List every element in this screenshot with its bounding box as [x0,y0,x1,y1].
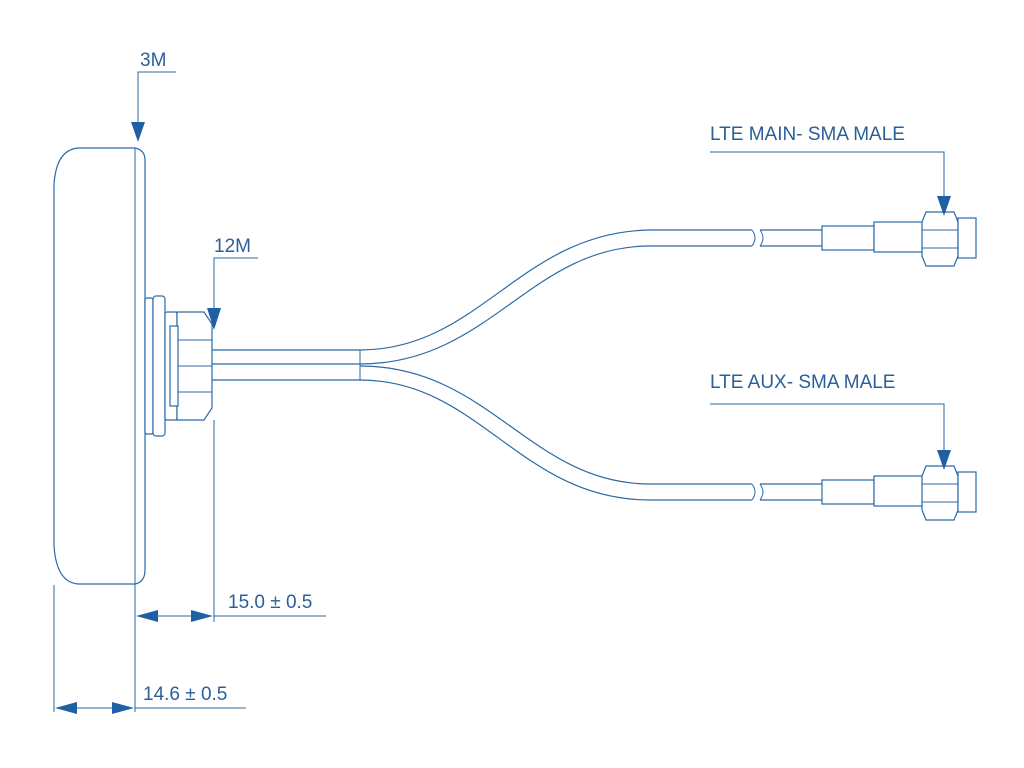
dimension-mount: 15.0 ± 0.5 [134,420,326,712]
antenna-body [53,147,146,585]
label-3m: 3M [140,50,166,71]
dimension-body: 14.6 ± 0.5 [53,585,246,714]
label-lte-main: LTE MAIN- SMA MALE [710,124,905,145]
cable-split [211,349,361,381]
callout-lte-aux: LTE AUX- SMA MALE [710,372,951,470]
callout-lte-main: LTE MAIN- SMA MALE [710,124,951,216]
callout-3m: 3M [131,50,176,142]
mount-nut-assembly [144,295,213,437]
label-lte-aux: LTE AUX- SMA MALE [710,372,895,393]
cable-aux [359,365,977,521]
cable-main [359,211,977,365]
label-dim-body: 14.6 ± 0.5 [143,684,227,705]
label-dim-mount: 15.0 ± 0.5 [228,592,312,613]
callout-12m: 12M [207,236,258,330]
label-12m: 12M [214,236,251,257]
